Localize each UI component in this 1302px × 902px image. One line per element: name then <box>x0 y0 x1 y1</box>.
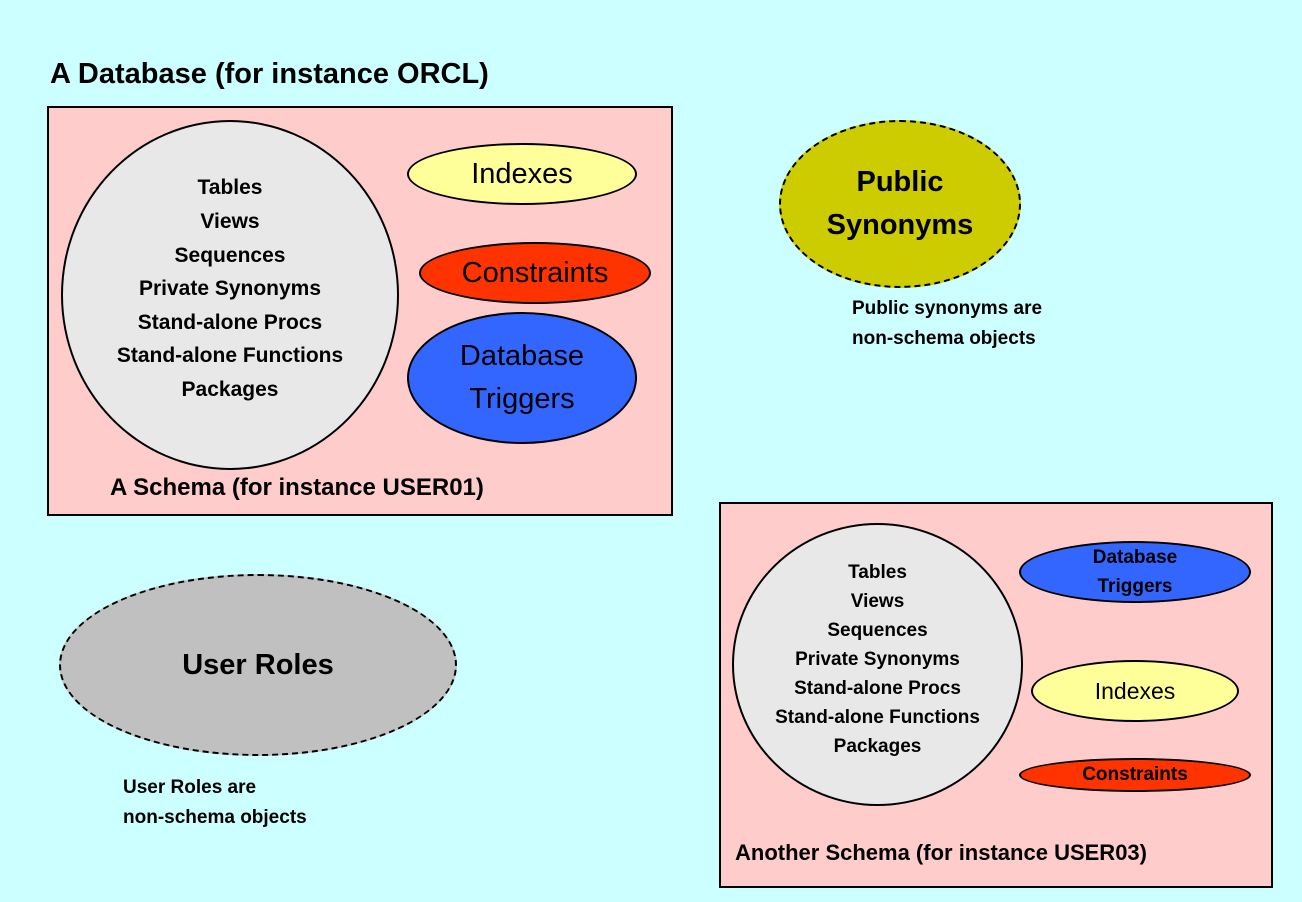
database-title: A Database (for instance ORCL) <box>50 58 489 90</box>
public-synonyms-ellipse: Public Synonyms <box>779 120 1021 288</box>
user-roles-ellipse: User Roles <box>59 574 457 756</box>
triggers-label: Database Triggers <box>1092 547 1178 597</box>
user-roles-note: User Roles are non-schema objects <box>123 773 307 833</box>
schema-objects-list: Tables Views Sequences Private Synonyms … <box>775 558 980 761</box>
indexes-label: Indexes <box>471 157 573 190</box>
object-stand-alone-functions: Stand-alone Functions <box>775 707 980 728</box>
object-stand-alone-procs: Stand-alone Procs <box>794 678 961 699</box>
constraints-ellipse: Constraints <box>419 242 651 304</box>
object-views: Views <box>850 591 905 612</box>
object-stand-alone-functions: Stand-alone Functions <box>116 344 344 368</box>
public-synonyms-note-line-1: Public synonyms are <box>852 298 1043 319</box>
object-sequences: Sequences <box>827 620 928 641</box>
constraints-ellipse: Constraints <box>1019 758 1251 792</box>
schema-user03-box: Tables Views Sequences Private Synonyms … <box>719 502 1273 888</box>
indexes-label: Indexes <box>1094 677 1176 704</box>
schema-user01-box: Tables Views Sequences Private Synonyms … <box>47 106 673 516</box>
object-sequences: Sequences <box>174 243 286 267</box>
object-tables: Tables <box>197 176 263 200</box>
schema-user03-caption: Another Schema (for instance USER03) <box>735 840 1147 865</box>
object-packages: Packages <box>181 377 279 401</box>
public-synonyms-label: Public Synonyms <box>826 166 974 241</box>
triggers-label: Database Triggers <box>459 340 585 415</box>
user-roles-label: User Roles <box>182 648 334 681</box>
object-packages: Packages <box>833 736 922 757</box>
indexes-ellipse: Indexes <box>407 143 637 205</box>
schema-user01-caption: A Schema (for instance USER01) <box>110 474 484 501</box>
schema-objects-circle: Tables Views Sequences Private Synonyms … <box>732 523 1023 806</box>
object-stand-alone-procs: Stand-alone Procs <box>137 310 323 334</box>
schema-objects-circle: Tables Views Sequences Private Synonyms … <box>61 120 399 470</box>
object-tables: Tables <box>848 562 907 583</box>
indexes-ellipse: Indexes <box>1031 660 1239 722</box>
public-synonyms-note: Public synonyms are non-schema objects <box>852 294 1042 354</box>
object-private-synonyms: Private Synonyms <box>795 649 960 670</box>
triggers-ellipse: Database Triggers <box>407 312 637 444</box>
triggers-ellipse: Database Triggers <box>1019 541 1251 603</box>
public-synonyms-note-line-2: non-schema objects <box>852 328 1036 349</box>
constraints-label: Constraints <box>1082 764 1188 785</box>
user-roles-note-line-1: User Roles are <box>123 777 257 798</box>
object-private-synonyms: Private Synonyms <box>138 277 322 301</box>
user-roles-note-line-2: non-schema objects <box>123 807 307 828</box>
schema-objects-list: Tables Views Sequences Private Synonyms … <box>117 171 343 406</box>
constraints-label: Constraints <box>461 256 609 289</box>
object-views: Views <box>200 210 260 234</box>
